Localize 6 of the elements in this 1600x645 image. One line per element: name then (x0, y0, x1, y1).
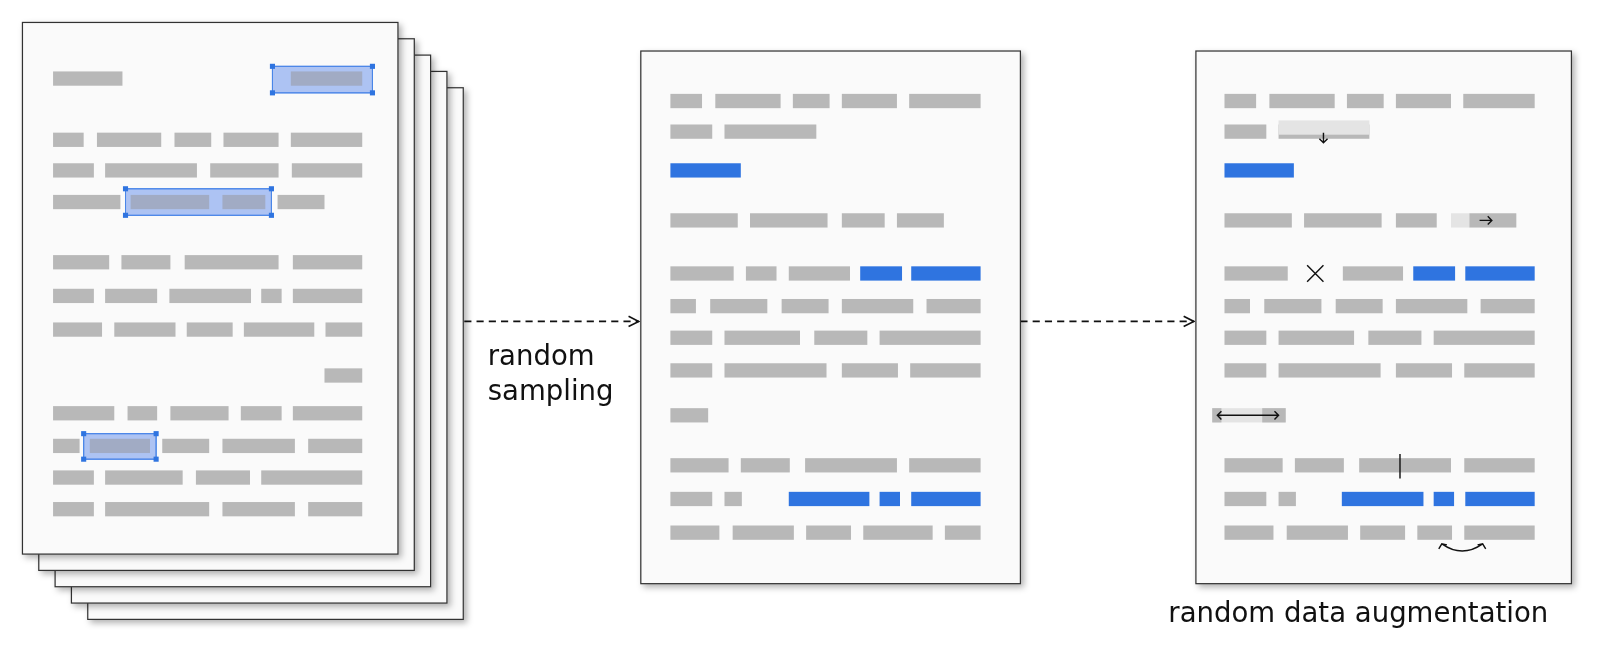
document-page-drawing (640, 51, 1021, 584)
edge-label: random sampling (487, 338, 615, 408)
document-stack-drawing (22, 22, 465, 620)
node-caption: random data augmentation (1168, 597, 1549, 629)
dashed-arrow (463, 315, 640, 328)
document-page-drawing (1195, 51, 1572, 584)
